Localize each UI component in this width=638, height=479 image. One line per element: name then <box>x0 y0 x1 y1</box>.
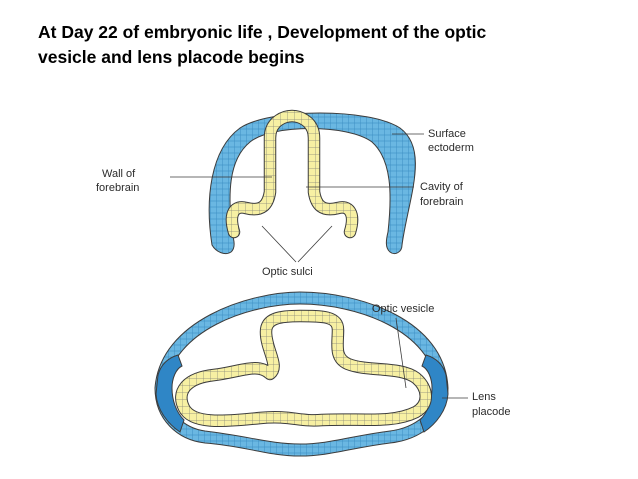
label-optic-sulci: Optic sulci <box>262 266 313 278</box>
slide-title: At Day 22 of embryonic life , Developmen… <box>38 20 618 70</box>
title-line-2: vesicle and lens placode begins <box>38 47 305 67</box>
label-cavity-forebrain-2: forebrain <box>420 196 463 208</box>
lens-placode-left <box>155 354 185 433</box>
lens-placode-right <box>419 354 449 433</box>
label-lens-placode-1: Lens <box>472 391 496 403</box>
title-line-1: At Day 22 of embryonic life , Developmen… <box>38 22 487 42</box>
bottom-embryo-section: Optic vesicle Lens placode <box>154 291 511 457</box>
label-wall-forebrain-2: forebrain <box>96 182 139 194</box>
label-surface-ectoderm-1: Surface <box>428 128 466 140</box>
label-lens-placode-2: placode <box>472 406 511 418</box>
top-embryo-section: Surface ectoderm Wall of forebrain Cavit… <box>96 109 474 278</box>
label-surface-ectoderm-2: ectoderm <box>428 142 474 154</box>
label-optic-vesicle: Optic vesicle <box>372 303 434 315</box>
label-cavity-forebrain-1: Cavity of <box>420 181 464 193</box>
label-wall-forebrain-1: Wall of <box>102 168 136 180</box>
